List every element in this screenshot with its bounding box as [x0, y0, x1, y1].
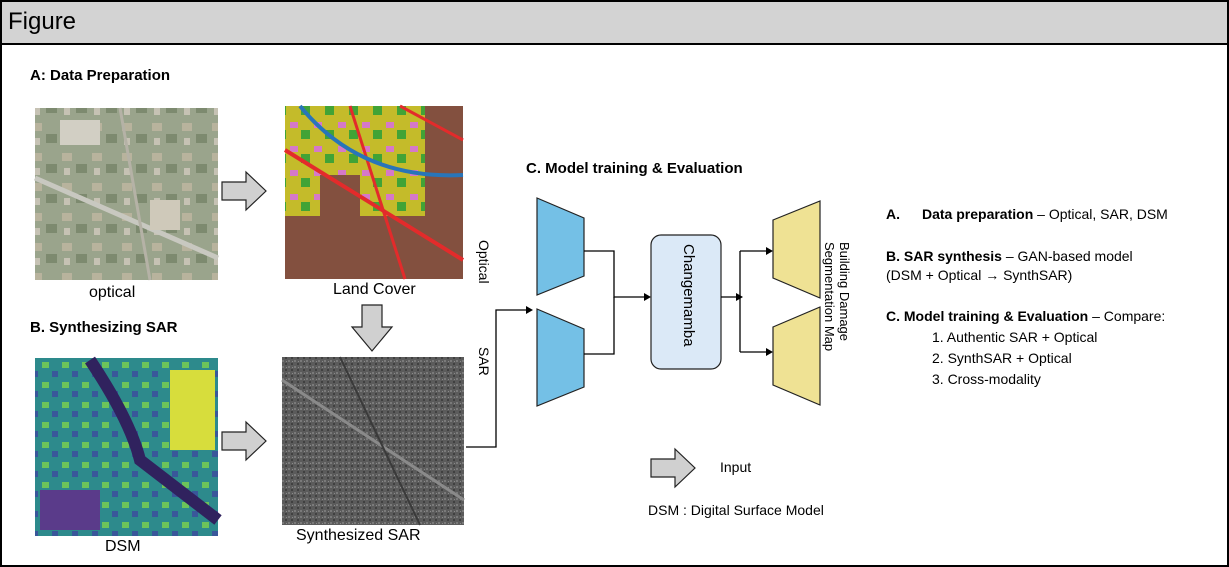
- figure-title: Figure: [8, 8, 77, 35]
- summary-c-bold: C. Model training & Evaluation: [886, 308, 1089, 324]
- summary-a-rest: – Optical, SAR, DSM: [1033, 206, 1168, 222]
- summary-c-item: 2. SynthSAR + Optical: [932, 350, 1072, 366]
- changemamba-model-box: [650, 234, 722, 370]
- optical-encoder-label: Optical: [476, 240, 492, 284]
- sar-encoder: [536, 308, 585, 407]
- summary-b-rest: – GAN-based model: [1001, 248, 1133, 264]
- panel-c-heading: C. Model training & Evaluation: [526, 160, 743, 177]
- output-label-line1: Building Damage: [837, 242, 852, 342]
- optical-encoder: [536, 197, 585, 296]
- connector-sar-to-encoder: [466, 309, 526, 448]
- dsm-note: DSM : Digital Surface Model: [648, 502, 824, 518]
- summary-b-bold: B. SAR synthesis: [886, 248, 1002, 264]
- panel-a-heading: A: Data Preparation: [30, 67, 171, 84]
- legend-input-arrow-icon: [650, 447, 696, 489]
- changemamba-label: Changemamba: [680, 244, 697, 347]
- synthesized-sar-caption: Synthesized SAR: [296, 527, 421, 544]
- synthesized-sar-image: [281, 356, 465, 526]
- input-legend-label: Input: [720, 459, 752, 475]
- input-arrow-landcover-to-sar: [350, 304, 394, 352]
- optical-caption: optical: [89, 284, 136, 301]
- sar-encoder-label: SAR: [476, 347, 492, 376]
- summary-b-line2: (DSM + Optical → SynthSAR): [886, 267, 1073, 283]
- output-label-line2: Segmentation Map: [822, 242, 837, 352]
- summary-c-rest: – Compare:: [1088, 308, 1166, 324]
- dsm-image: [35, 356, 222, 536]
- summary-a: A. Data preparation – Optical, SAR, DSM: [886, 206, 1168, 222]
- dsm-caption: DSM: [105, 538, 141, 555]
- summary-c: C. Model training & Evaluation – Compare…: [886, 308, 1165, 324]
- summary-b: B. SAR synthesis – GAN-based model: [886, 248, 1133, 264]
- summary-c-item: 3. Cross-modality: [932, 371, 1041, 387]
- input-arrow-optical-to-landcover: [221, 170, 267, 212]
- summary-a-label: A.: [886, 206, 900, 222]
- figure-title-bar: Figure: [2, 2, 1227, 45]
- summary-c-item: 1. Authentic SAR + Optical: [932, 329, 1098, 345]
- optical-image: [33, 107, 220, 281]
- input-arrow-dsm-to-sar: [221, 420, 267, 462]
- panel-b-heading: B. Synthesizing SAR: [30, 319, 178, 336]
- output-label: Building Damage Segmentation Map: [822, 242, 852, 351]
- land-cover-image: [283, 104, 465, 280]
- decoder-top: [772, 200, 821, 299]
- decoder-bottom: [772, 306, 821, 406]
- land-cover-caption: Land Cover: [333, 281, 416, 298]
- summary-a-bold: Data preparation: [922, 206, 1034, 222]
